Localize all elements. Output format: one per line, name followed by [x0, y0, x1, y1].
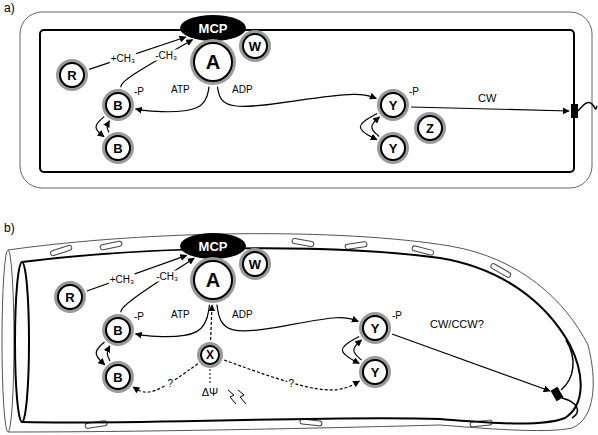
reaction-arrow	[96, 342, 105, 365]
protein-circle: B	[105, 317, 131, 343]
signal-arrow	[392, 334, 550, 391]
flagellum	[578, 102, 597, 111]
reaction-arrow	[96, 117, 104, 137]
dotted-link	[210, 369, 211, 383]
flagellum-segment	[100, 241, 123, 250]
protein-circle: X	[200, 345, 220, 365]
flagellar-motor	[571, 104, 578, 118]
outer-membrane	[20, 12, 592, 188]
sheath-end	[2, 250, 14, 432]
annotation: -P	[409, 86, 419, 97]
annotation: CW	[478, 92, 496, 104]
protein-name: Y	[371, 366, 380, 379]
protein-circle: R	[59, 62, 85, 88]
reaction-arrow	[89, 37, 186, 69]
protein-circle: A	[193, 42, 233, 82]
annotation: ATP	[171, 84, 190, 95]
protein-name: W	[249, 258, 261, 271]
connectors	[87, 37, 380, 392]
panel-letter: a)	[4, 2, 15, 15]
reaction-arrow	[354, 340, 362, 360]
protein-circle: W	[242, 251, 268, 277]
protein-name: B	[113, 371, 122, 384]
protein-circle: B	[105, 364, 131, 390]
protein-circle: Y	[362, 359, 388, 385]
edge-label: +CH₃	[109, 273, 135, 284]
cylinder-end	[15, 262, 29, 422]
signal-arrow	[411, 107, 569, 111]
panel-letter: b)	[4, 222, 15, 235]
protein-name: Z	[426, 122, 434, 135]
protein-circle: Y	[380, 135, 406, 161]
protein-name: Y	[389, 99, 398, 112]
protein-circle: Z	[417, 115, 443, 141]
protein-circle: W	[242, 33, 268, 59]
protein-name: W	[249, 40, 261, 53]
protein-circle: B	[105, 92, 131, 118]
protein-name: MCP	[199, 240, 228, 253]
annotation: CW/CCW?	[430, 318, 484, 330]
protein-name: B	[113, 99, 122, 112]
flagellum-segment	[345, 241, 367, 249]
annotation: ADP	[232, 309, 253, 320]
protein-name: B	[113, 324, 122, 337]
annotation: ADP	[232, 84, 253, 95]
reaction-arrow	[121, 258, 194, 312]
flagellum	[561, 340, 573, 390]
periplasmic-flagella	[50, 238, 512, 428]
reaction-arrow	[360, 114, 377, 140]
reaction-arrow	[372, 117, 380, 137]
annotation: ΔΨ	[202, 386, 219, 398]
flagellum	[562, 398, 577, 418]
hypothetical-link	[133, 364, 198, 392]
protoplasmic-cylinder	[22, 248, 581, 423]
outer-sheath	[8, 234, 593, 432]
protein-name: B	[113, 142, 122, 155]
flagellum-segment	[292, 238, 315, 247]
hypothetical-link	[224, 360, 359, 390]
edge-label: ?	[167, 377, 175, 388]
receptor-ellipse: MCP	[180, 15, 246, 41]
reaction-arrow	[136, 305, 210, 337]
protein-name: R	[67, 69, 76, 82]
protein-circle: R	[57, 284, 83, 310]
reaction-arrow	[107, 121, 109, 133]
protein-name: X	[206, 349, 214, 361]
reaction-arrow	[107, 346, 110, 361]
lightning-bolt	[228, 390, 236, 404]
receptor-ellipse: MCP	[180, 233, 246, 259]
annotation: -P	[392, 310, 402, 321]
reaction-arrow	[87, 255, 187, 291]
edge-label: -CH₃	[154, 49, 178, 60]
protein-circle: Y	[380, 92, 406, 118]
edge-label: +CH₃	[110, 53, 136, 64]
reaction-arrow	[342, 337, 359, 364]
lightning-bolt	[238, 390, 246, 404]
annotation: ATP	[171, 309, 190, 320]
annotation: -P	[134, 86, 144, 97]
protein-circle: B	[105, 135, 131, 161]
protein-circle: A	[193, 260, 233, 300]
protein-name: Y	[371, 322, 380, 335]
protein-name: Y	[389, 142, 398, 155]
hypothetical-link	[211, 305, 212, 340]
edge-label: ?	[287, 377, 295, 388]
edge-label: -CH₃	[155, 270, 179, 281]
protein-name: A	[206, 270, 220, 290]
protein-name: MCP	[199, 22, 228, 35]
flagellum-segment	[50, 245, 72, 257]
flagellum-segment	[490, 263, 512, 278]
protein-circle: Y	[362, 315, 388, 341]
inner-membrane	[40, 30, 574, 172]
flagellum-segment	[300, 419, 322, 426]
annotation: -P	[134, 311, 144, 322]
protein-name: R	[65, 291, 74, 304]
protein-name: A	[206, 52, 220, 72]
reaction-arrow	[217, 305, 358, 331]
